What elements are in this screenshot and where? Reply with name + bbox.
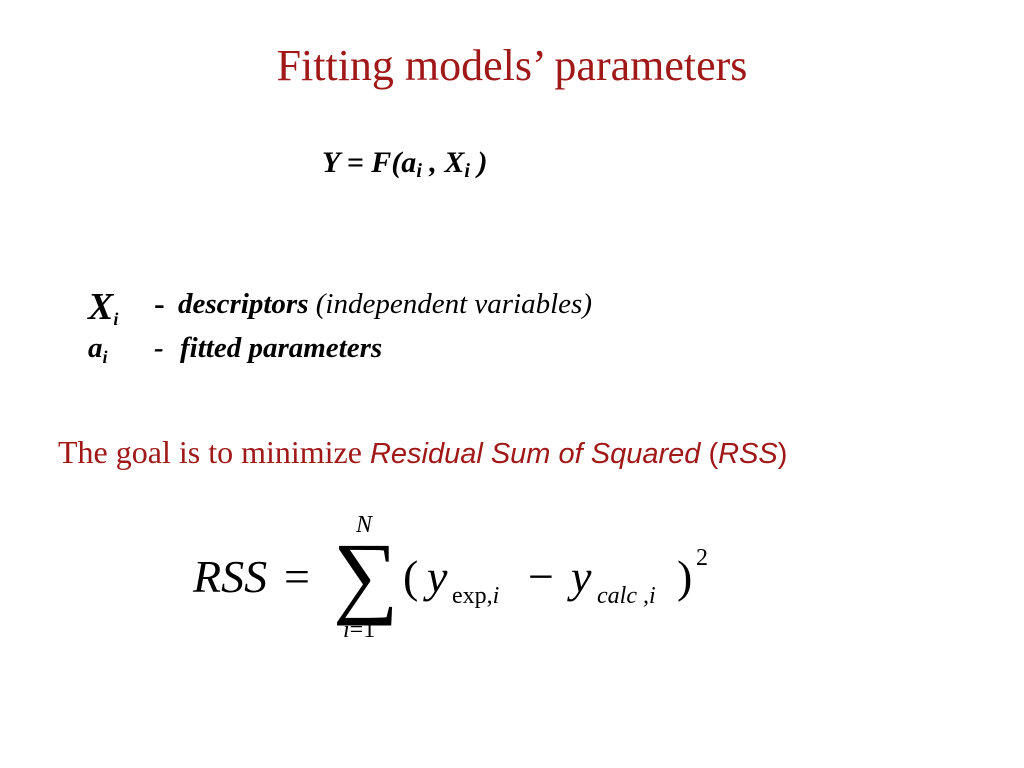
definition-symbol: ai bbox=[88, 332, 108, 367]
goal-prefix: The goal is to minimize bbox=[58, 434, 370, 470]
slide-title: Fitting models’ parameters bbox=[276, 41, 748, 90]
definition-term: fitted parameters bbox=[180, 332, 383, 364]
summation-symbol: ∑ bbox=[333, 524, 399, 626]
formula-minus: − bbox=[528, 551, 554, 602]
formula-y-calc: y bbox=[571, 551, 592, 602]
formula-y-calc-subscript: calc ,i bbox=[597, 583, 656, 609]
lower-limit-var: i bbox=[343, 617, 350, 643]
model-mid: , X bbox=[421, 146, 465, 179]
goal-statement: The goal is to minimize Residual Sum of … bbox=[58, 434, 787, 471]
formula-y-exp: y bbox=[427, 551, 448, 602]
model-sub-2: i bbox=[464, 160, 470, 182]
formula-left-paren: ( bbox=[403, 551, 419, 602]
formula-exponent: 2 bbox=[696, 545, 708, 571]
model-lhs: Y = F(a bbox=[322, 146, 417, 179]
formula-right-paren: ) bbox=[677, 551, 693, 602]
model-sub-1: i bbox=[416, 160, 422, 182]
goal-term: Residual Sum of Squared bbox=[369, 438, 701, 470]
symbol-letter: a bbox=[88, 332, 103, 364]
definition-parameters: ai - fitted parameters bbox=[88, 332, 382, 368]
formula-equals: = bbox=[284, 551, 310, 602]
summation-lower-limit: i=1 bbox=[343, 617, 375, 644]
subscript-exp: exp, bbox=[452, 583, 493, 609]
model-end: ) bbox=[469, 146, 488, 179]
symbol-subscript: i bbox=[102, 347, 108, 367]
model-equation: Y = F(ai , Xi ) bbox=[322, 146, 487, 183]
subscript-index: i bbox=[492, 583, 500, 609]
definition-dash: - bbox=[154, 332, 164, 364]
definition-symbol: Xi bbox=[88, 286, 119, 329]
goal-abbreviation: RSS bbox=[718, 438, 778, 470]
definition-term: descriptors bbox=[178, 288, 309, 320]
lower-limit-value: =1 bbox=[349, 617, 376, 643]
formula-y-exp-subscript: exp,i bbox=[452, 583, 499, 610]
symbol-letter: X bbox=[88, 286, 114, 328]
formula-lhs: RSS bbox=[193, 551, 268, 602]
goal-close-paren: ) bbox=[777, 438, 788, 470]
definition-text: descriptors (independent variables) bbox=[178, 288, 592, 321]
definition-descriptors: Xi - descriptors (independent variables) bbox=[88, 285, 592, 330]
definition-note: (independent variables) bbox=[308, 288, 592, 320]
symbol-subscript: i bbox=[113, 309, 119, 329]
goal-open-paren: ( bbox=[700, 438, 719, 470]
definition-text: fitted parameters bbox=[180, 332, 382, 365]
summation-upper-limit: N bbox=[356, 512, 373, 538]
definition-dash: - bbox=[154, 285, 165, 321]
